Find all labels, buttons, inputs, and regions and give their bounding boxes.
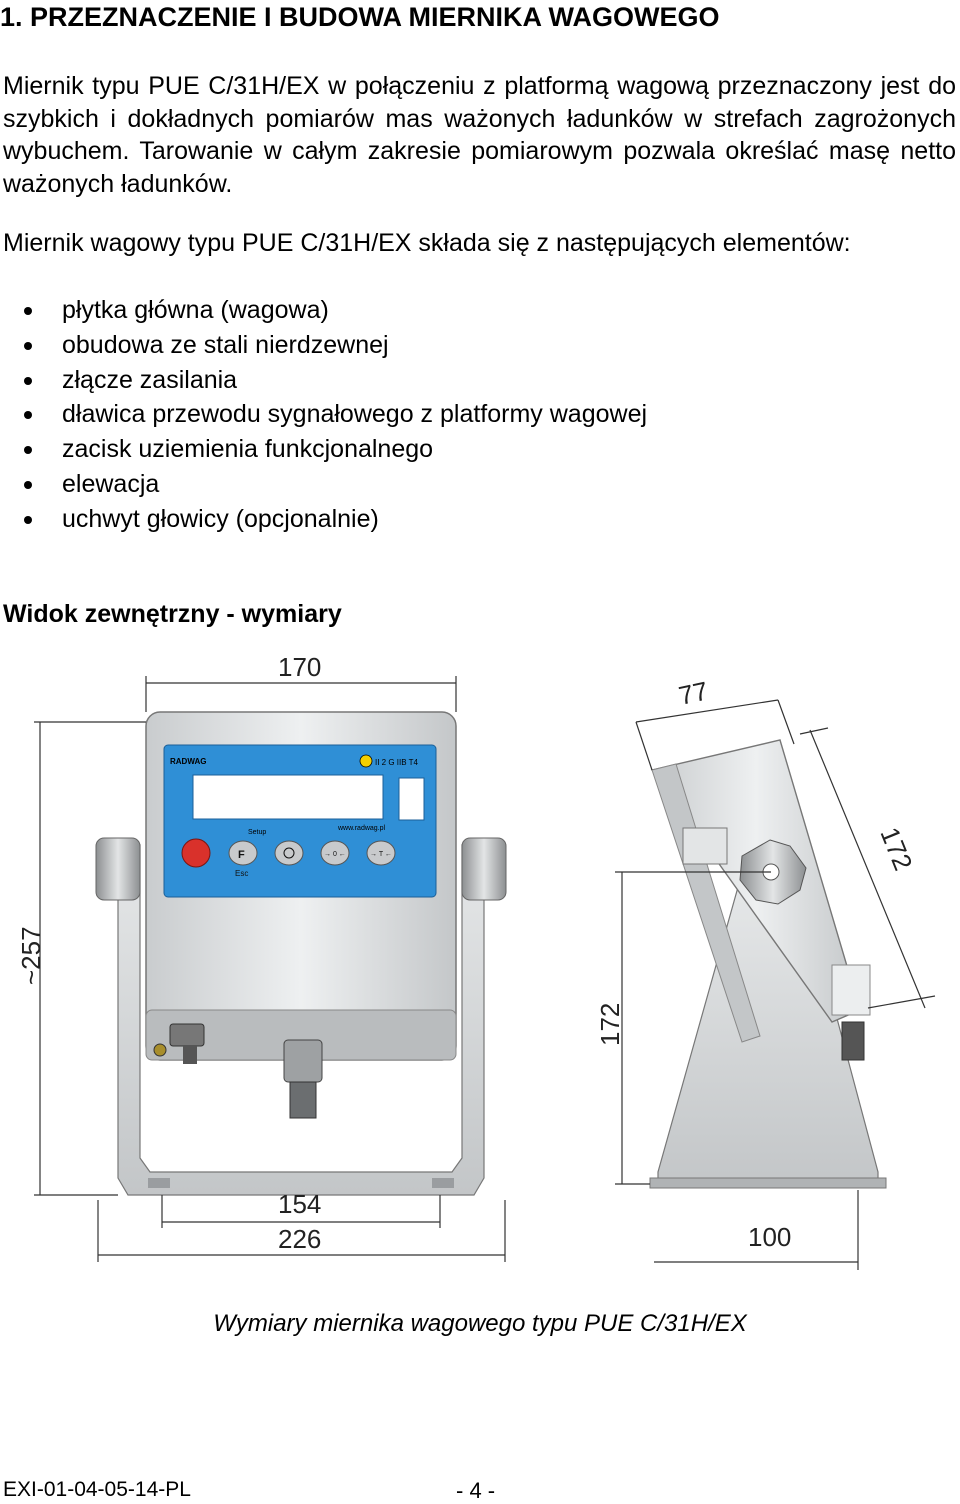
intro-paragraph: Miernik typu PUE C/31H/EX w połączeniu z…	[3, 72, 956, 198]
svg-text:→ 0 ←: → 0 ←	[324, 851, 346, 858]
keypad-panel	[163, 744, 437, 898]
ex-marking: II 2 G IIB T4	[375, 758, 419, 767]
f-key	[228, 840, 258, 866]
list-item: elewacja	[0, 467, 647, 502]
bullet-icon	[24, 411, 32, 420]
foot	[432, 1178, 454, 1188]
print-icon	[283, 847, 295, 859]
side-gland	[841, 1021, 865, 1061]
zero-key	[320, 840, 350, 866]
dim-inner-width: 154	[278, 1189, 321, 1219]
print-key	[274, 840, 304, 866]
side-view	[649, 739, 887, 1189]
bullet-icon	[24, 307, 32, 315]
gland-nut	[289, 1081, 317, 1119]
power-key-icon	[181, 838, 211, 868]
list-item: obudowa ze stali nierdzewnej	[0, 328, 647, 363]
url-text: www.radwag.pl	[337, 825, 386, 832]
side-bracket	[682, 827, 728, 865]
side-dimensions	[615, 699, 936, 1270]
dimension-drawing: RADWAG II 2 G IIB T4 Setup www.radwag.pl…	[16, 652, 936, 1270]
bullet-icon	[24, 480, 32, 489]
ex-icon	[359, 754, 373, 768]
front-dimensions	[34, 676, 506, 1262]
svg-text:F: F	[238, 849, 245, 861]
foot	[148, 1178, 170, 1188]
dim-base-depth: 100	[748, 1222, 791, 1252]
list-item: zacisk uziemienia funkcjonalnego	[0, 432, 647, 467]
dim-width-top: 170	[278, 652, 321, 682]
dim-depth-top: 77	[676, 676, 711, 711]
components-list: płytka główna (wagowa) obudowa ze stali …	[0, 293, 647, 537]
cable-gland	[283, 1039, 323, 1083]
components-intro: Miernik wagowy typu PUE C/31H/EX składa …	[3, 229, 851, 257]
side-base	[649, 1177, 887, 1189]
power-connector	[183, 1046, 197, 1064]
screw-icon	[153, 1043, 167, 1057]
figure-caption: Wymiary miernika wagowego typu PUE C/31H…	[213, 1310, 747, 1337]
side-front-plate	[651, 763, 761, 1043]
display-window	[192, 774, 384, 820]
bullet-icon	[24, 515, 32, 524]
page-number: - 4 -	[456, 1478, 496, 1503]
left-knob	[95, 837, 141, 901]
dim-height: ~257	[16, 926, 46, 985]
dim-stand-height: 172	[595, 1003, 625, 1046]
dim-total-width: 226	[278, 1224, 321, 1254]
bullet-icon	[24, 376, 32, 385]
list-item: dławica przewodu sygnałowego z platformy…	[0, 397, 647, 432]
front-view: RADWAG II 2 G IIB T4 Setup www.radwag.pl…	[95, 711, 507, 1196]
side-label	[831, 964, 871, 1016]
bullet-icon	[24, 446, 32, 455]
list-item: złącze zasilania	[0, 363, 647, 398]
right-knob	[461, 837, 507, 901]
tare-key	[366, 840, 396, 866]
bullet-icon	[24, 341, 32, 350]
list-item: płytka główna (wagowa)	[0, 293, 647, 328]
display-aux	[398, 777, 425, 821]
figure-heading: Widok zewnętrzny - wymiary	[3, 600, 342, 628]
ground-terminal	[169, 1023, 205, 1047]
brand-text: RADWAG	[170, 757, 206, 766]
list-item: uchwyt głowicy (opcjonalnie)	[0, 502, 647, 537]
setup-label: Setup	[248, 829, 266, 836]
svg-text:→ T ←: → T ←	[370, 851, 392, 858]
svg-text:Esc: Esc	[235, 869, 248, 878]
section-heading: 1. PRZEZNACZENIE I BUDOWA MIERNIKA WAGOW…	[0, 2, 720, 32]
dim-side-height: 172	[874, 823, 918, 874]
doc-code: EXI-01-04-05-14-PL	[3, 1478, 191, 1501]
